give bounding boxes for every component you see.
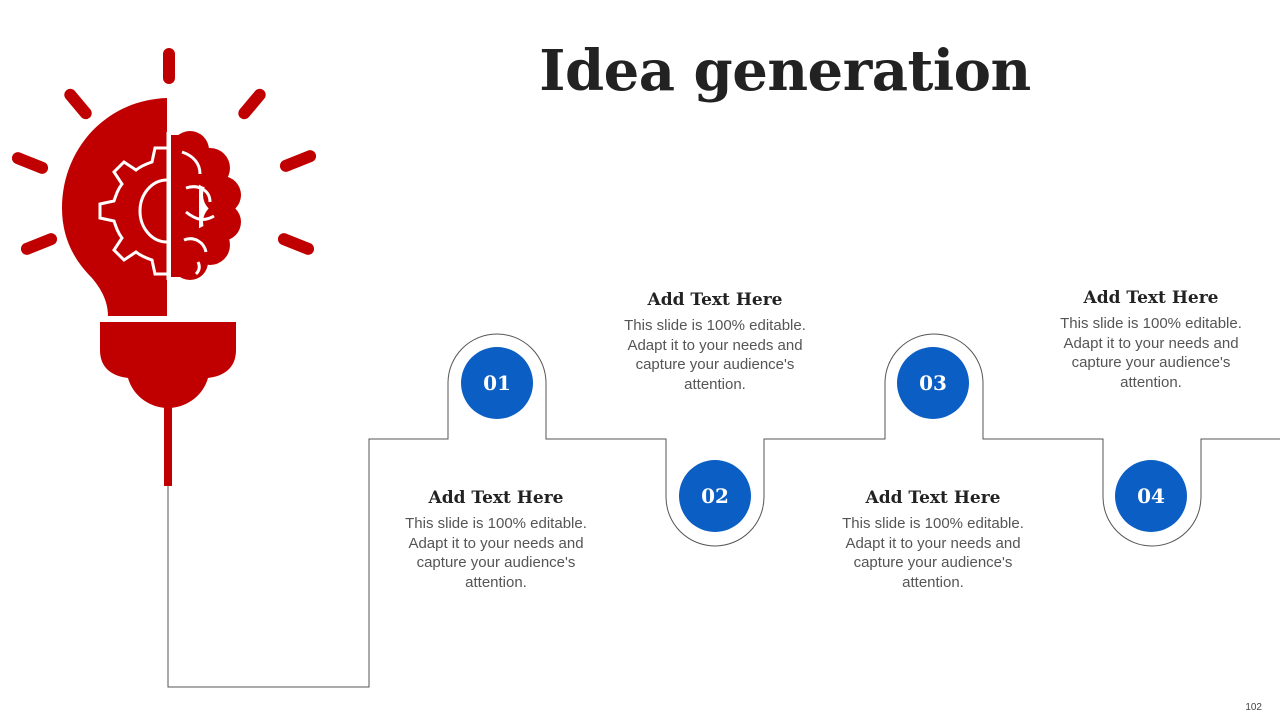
step-text-01: Add Text Here This slide is 100% editabl… [401,488,591,592]
step-text-04: Add Text Here This slide is 100% editabl… [1056,288,1246,392]
step-heading: Add Text Here [647,290,783,310]
step-heading: Add Text Here [865,488,1001,508]
step-body: This slide is 100% editable. Adapt it to… [624,317,806,393]
lightbulb-gear-brain-icon [11,48,317,486]
step-badge-02: 02 [679,460,751,532]
step-badge-01: 01 [461,347,533,419]
step-badge-04: 04 [1115,460,1187,532]
step-heading: Add Text Here [1083,288,1219,308]
step-body: This slide is 100% editable. Adapt it to… [1060,315,1242,391]
step-badge-03: 03 [897,347,969,419]
step-body: This slide is 100% editable. Adapt it to… [842,515,1024,591]
step-text-03: Add Text Here This slide is 100% editabl… [838,488,1028,592]
page-number: 102 [1245,702,1262,713]
step-text-02: Add Text Here This slide is 100% editabl… [620,290,810,394]
step-heading: Add Text Here [428,488,564,508]
page-title: Idea generation [539,38,1031,104]
step-body: This slide is 100% editable. Adapt it to… [405,515,587,591]
